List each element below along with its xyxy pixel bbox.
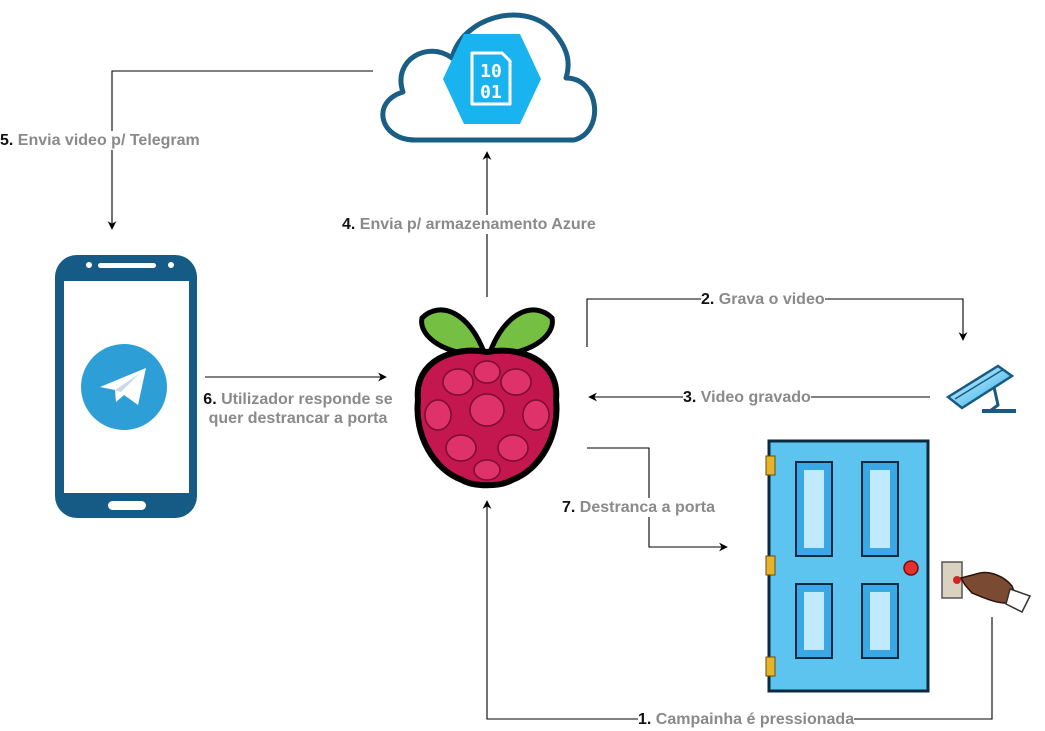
camera-icon [945, 364, 1016, 413]
step-number-5: 5. [0, 132, 14, 149]
azure-icon-line2: 01 [480, 82, 502, 103]
step-number-3: 3. [683, 389, 697, 406]
doorbell-icon [941, 561, 963, 599]
step-number-7: 7. [562, 499, 576, 516]
step-text-5: Envia video p/ Telegram [17, 132, 200, 149]
step-text-4: Envia p/ armazenamento Azure [359, 216, 596, 233]
step-label-1: 1. Campainha é pressionada [638, 710, 855, 729]
step-text-6: Utilizador responde se quer destrancar a… [208, 391, 393, 427]
azure-icon-line1: 10 [480, 61, 502, 82]
step-text-2: Grava o video [718, 291, 825, 308]
step-number-2: 2. [701, 291, 715, 308]
step-label-5: 5. Envia video p/ Telegram [0, 131, 200, 150]
arrow-cloud-to-phone [107, 70, 373, 230]
step-label-6: 6. Utilizador responde se quer destranca… [200, 390, 396, 428]
step-text-7: Destranca a porta [579, 499, 715, 516]
step-number-4: 4. [342, 216, 356, 233]
step-label-2: 2. Grava o video [701, 290, 825, 309]
arrow-raspberry-to-door [587, 447, 728, 552]
hand-icon [959, 571, 1032, 614]
step-label-3: 3. Video gravado [683, 388, 811, 407]
telegram-icon [81, 344, 167, 430]
step-text-3: Video gravado [700, 389, 811, 406]
step-label-4: 4. Envia p/ armazenamento Azure [342, 215, 596, 234]
step-label-7: 7. Destranca a porta [562, 498, 715, 517]
step-number-1: 1. [638, 711, 652, 728]
step-text-1: Campainha é pressionada [655, 711, 855, 728]
raspberry-pi-icon [414, 307, 560, 489]
door-icon [765, 439, 930, 693]
azure-storage-icon: 10 01 [443, 34, 541, 124]
step-number-6: 6. [203, 391, 217, 408]
